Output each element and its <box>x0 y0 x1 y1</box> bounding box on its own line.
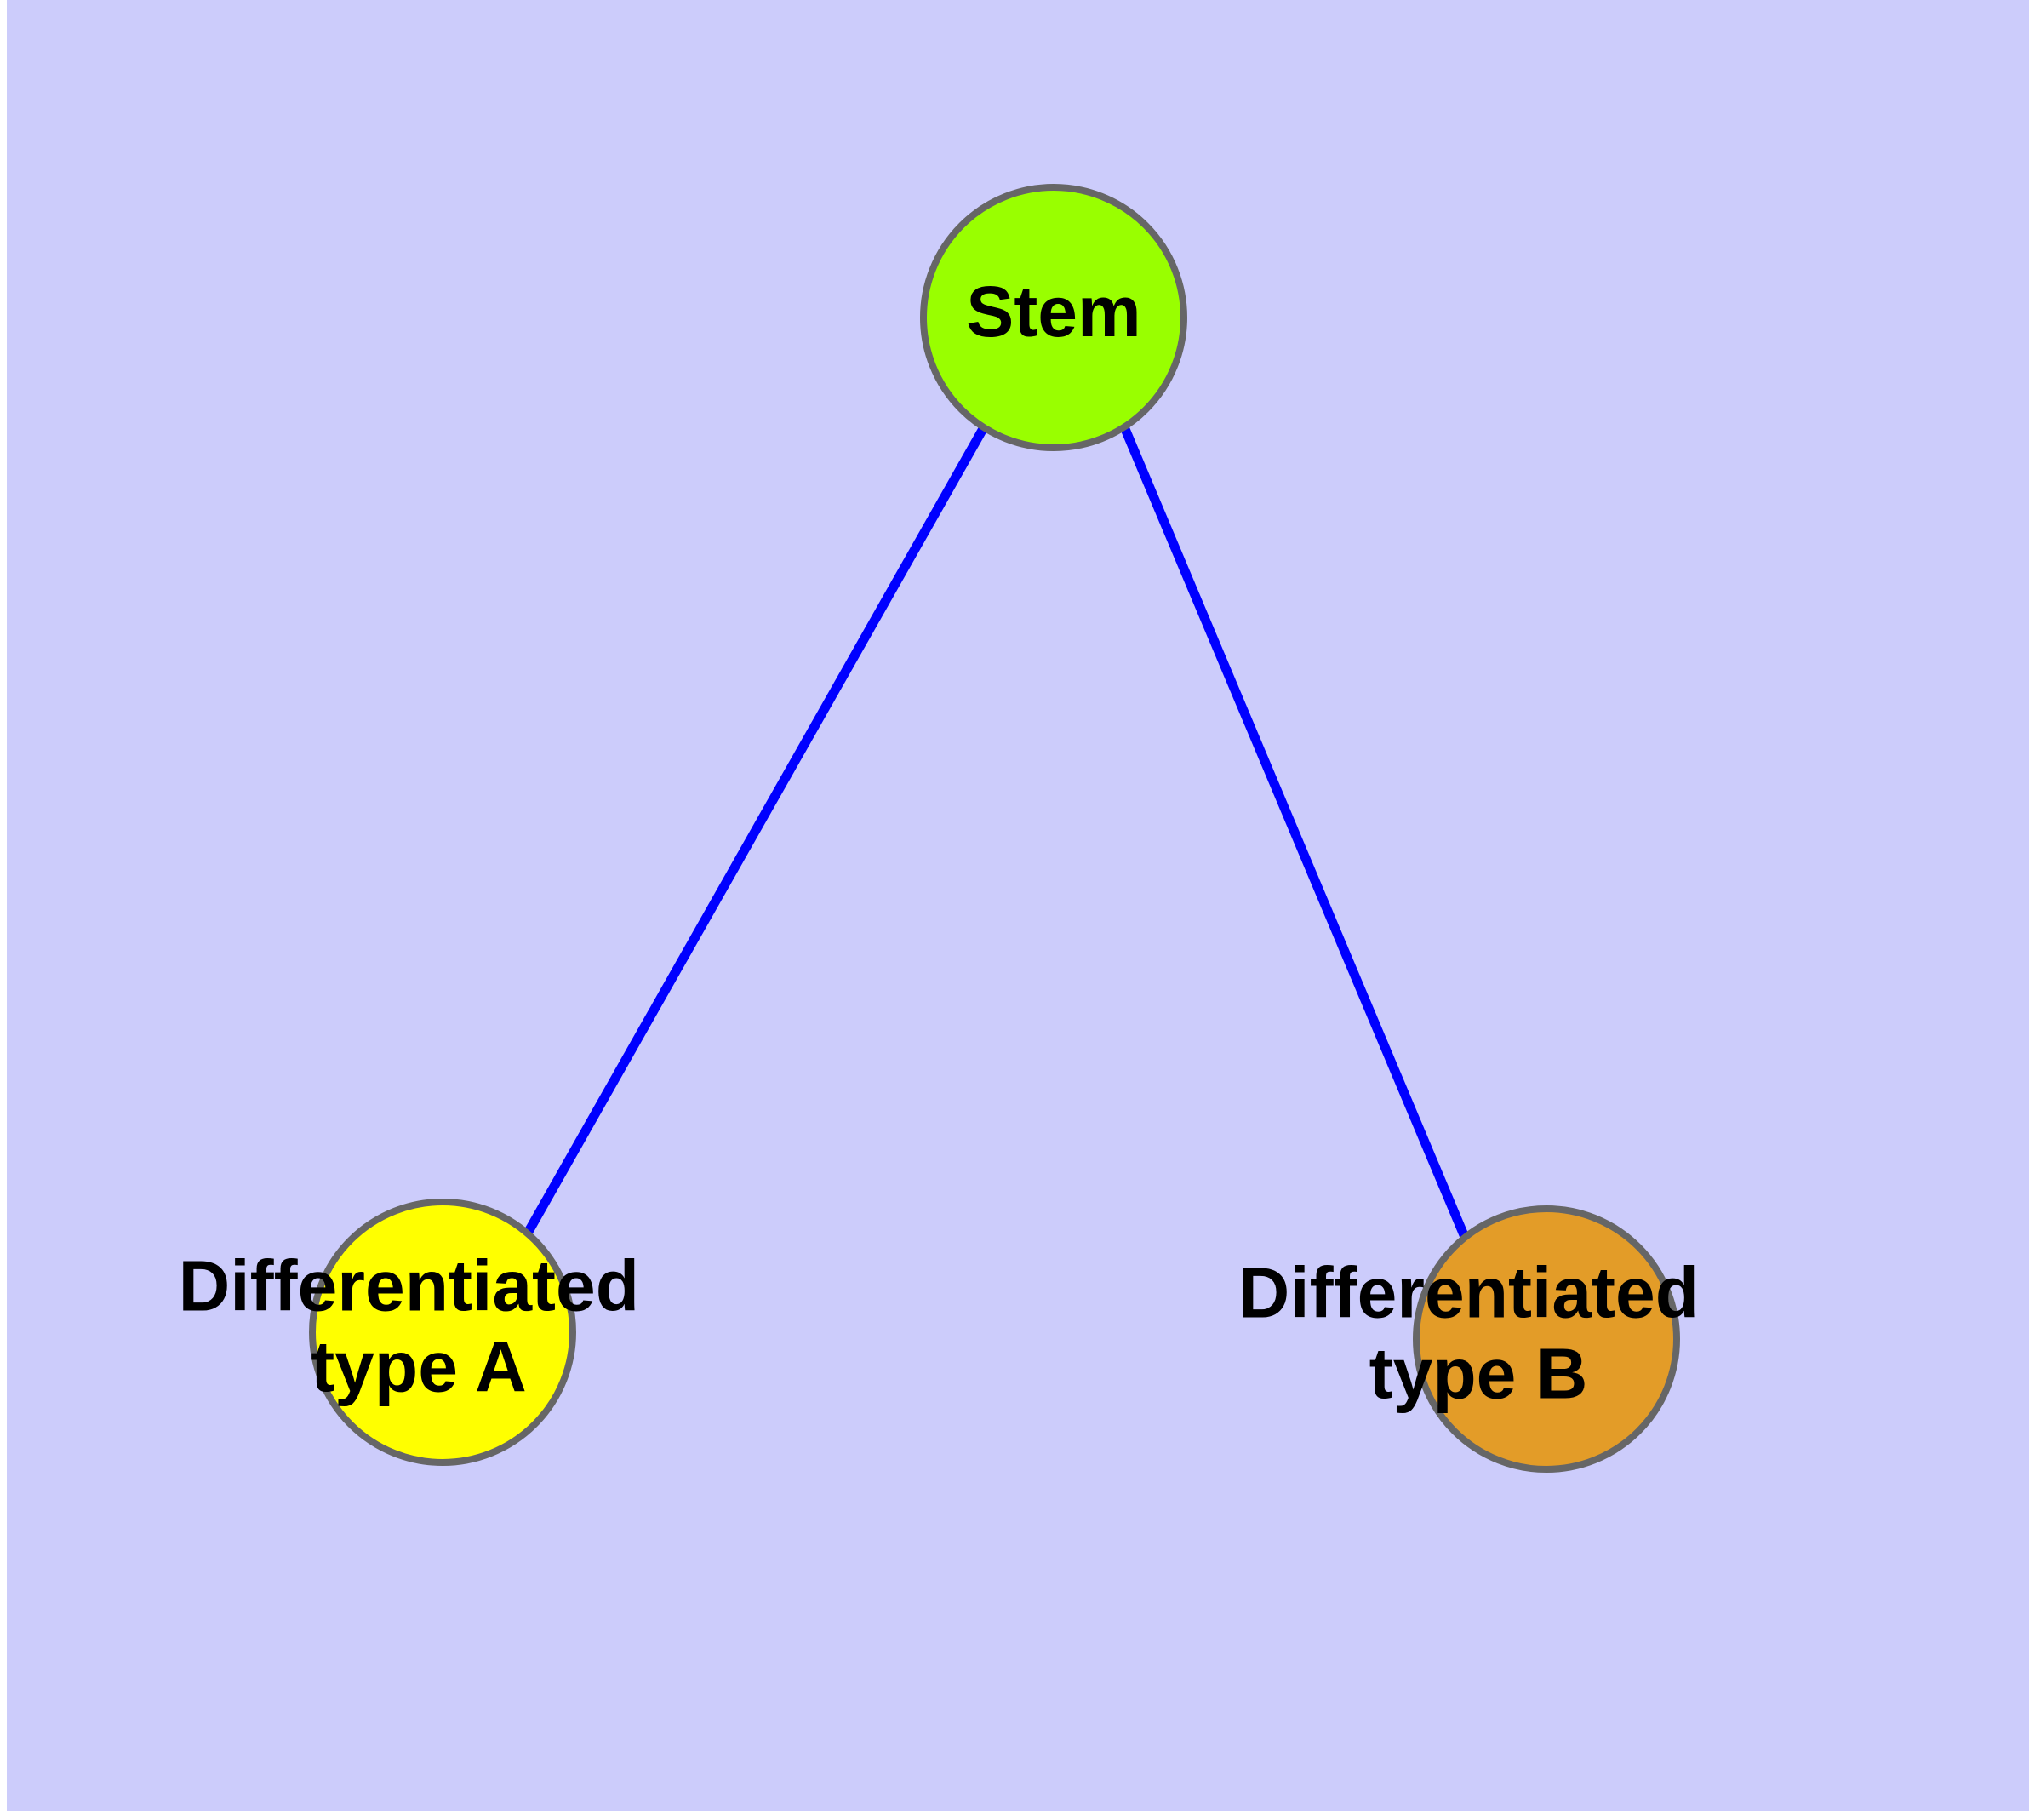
differentiated-type-a-label-line-1: Differentiated <box>179 1246 639 1326</box>
differentiated-type-a-node-label: Differentiated type A <box>179 1246 660 1407</box>
stem-node-label: Stem <box>966 272 1140 352</box>
stem-label-line-1: Stem <box>966 272 1140 352</box>
edge-stem-to-differentiated-type-b[interactable] <box>1120 426 1472 1244</box>
nodes-layer: Stem Differentiated type A Differentiate… <box>179 184 1719 1473</box>
differentiated-type-b-node-circle[interactable] <box>1413 1205 1680 1473</box>
node-differentiated-type-a[interactable]: Differentiated type A <box>179 1199 660 1466</box>
differentiated-type-b-label-line-1: Differentiated <box>1238 1253 1699 1333</box>
differentiated-type-a-label-line-2: type A <box>311 1327 527 1407</box>
differentiated-type-b-label-line-2: type B <box>1369 1334 1588 1414</box>
edges-layer <box>522 425 1472 1244</box>
stem-node-circle[interactable] <box>920 184 1187 451</box>
node-stem[interactable]: Stem <box>920 184 1187 451</box>
node-differentiated-type-b[interactable]: Differentiated type B <box>1238 1205 1719 1473</box>
differentiated-type-a-node-circle[interactable] <box>309 1199 576 1466</box>
edge-stem-to-differentiated-type-a[interactable] <box>522 425 988 1239</box>
differentiated-type-b-node-label: Differentiated type B <box>1238 1253 1719 1414</box>
